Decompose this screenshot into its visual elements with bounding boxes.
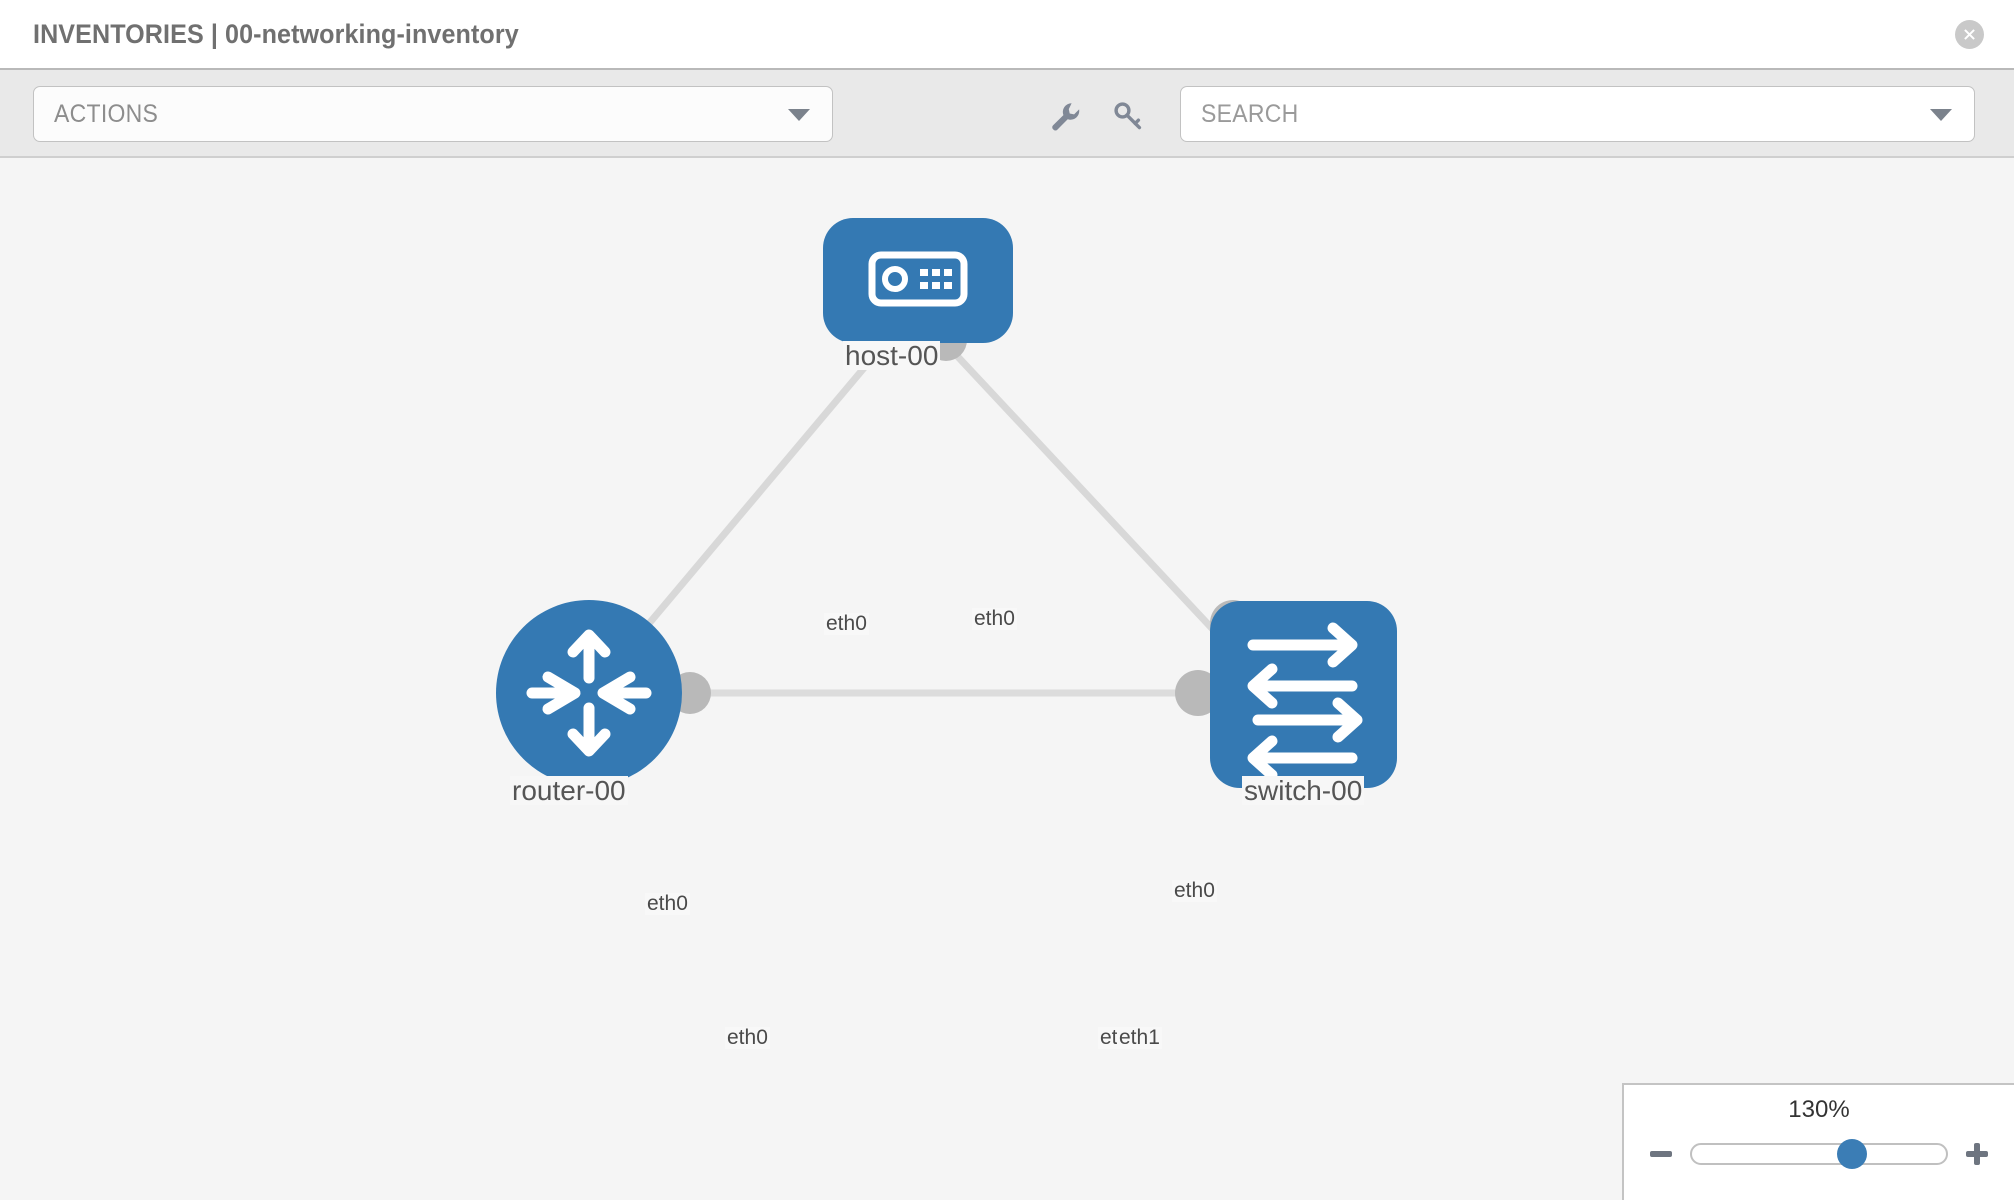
- page-title: INVENTORIES | 00-networking-inventory: [33, 18, 519, 49]
- link-host-router: [617, 340, 888, 661]
- connector-switch-left: [1175, 670, 1221, 716]
- page-header: INVENTORIES | 00-networking-inventory: [0, 0, 2014, 68]
- close-icon[interactable]: [1955, 20, 1984, 49]
- actions-dropdown-label: ACTIONS: [54, 99, 159, 128]
- iface-label-router-up: eth0: [645, 892, 690, 916]
- chevron-down-icon: [1930, 109, 1952, 121]
- iface-label-switch-up: eth0: [1172, 879, 1217, 903]
- node-label-switch-00: switch-00: [1242, 775, 1365, 806]
- iface-label-switch-left-b: eth1: [1117, 1026, 1162, 1050]
- search-placeholder: SEARCH: [1201, 99, 1299, 128]
- zoom-level-label: 130%: [1788, 1096, 1850, 1123]
- topology-graph: [496, 218, 1397, 788]
- switch-arrows-icon: [1247, 622, 1363, 781]
- link-host-switch: [942, 340, 1238, 656]
- topology-links: [617, 340, 1255, 697]
- node-label-host-00: host-00: [843, 340, 941, 371]
- toolbar: ACTIONS SEARCH: [0, 68, 2014, 158]
- zoom-control-row: [1624, 1137, 2014, 1171]
- search-input[interactable]: SEARCH: [1180, 86, 1975, 142]
- key-icon[interactable]: [1108, 96, 1148, 136]
- zoom-control-panel: 130%: [1622, 1083, 2014, 1200]
- zoom-slider-thumb[interactable]: [1837, 1139, 1868, 1169]
- node-label-router-00: router-00: [510, 775, 628, 806]
- zoom-out-button[interactable]: [1644, 1137, 1678, 1171]
- iface-label-host-right: eth0: [972, 607, 1017, 631]
- server-icon: [868, 251, 968, 307]
- wrench-icon[interactable]: [1044, 96, 1084, 136]
- router-arrows-icon: [526, 629, 652, 757]
- zoom-in-button[interactable]: [1960, 1137, 1994, 1171]
- node-router-00: [496, 600, 682, 786]
- topology-connectors: [669, 319, 1256, 716]
- chevron-down-icon: [788, 109, 810, 121]
- node-host-00: [823, 218, 1013, 343]
- actions-dropdown[interactable]: ACTIONS: [33, 86, 833, 142]
- node-switch-00: [1210, 601, 1397, 788]
- zoom-slider[interactable]: [1690, 1139, 1948, 1169]
- iface-label-router-right: eth0: [725, 1026, 770, 1050]
- topology-canvas[interactable]: host-00 router-00 switch-00 eth0 eth0 et…: [0, 158, 2014, 1200]
- iface-label-host-left: eth0: [824, 612, 869, 636]
